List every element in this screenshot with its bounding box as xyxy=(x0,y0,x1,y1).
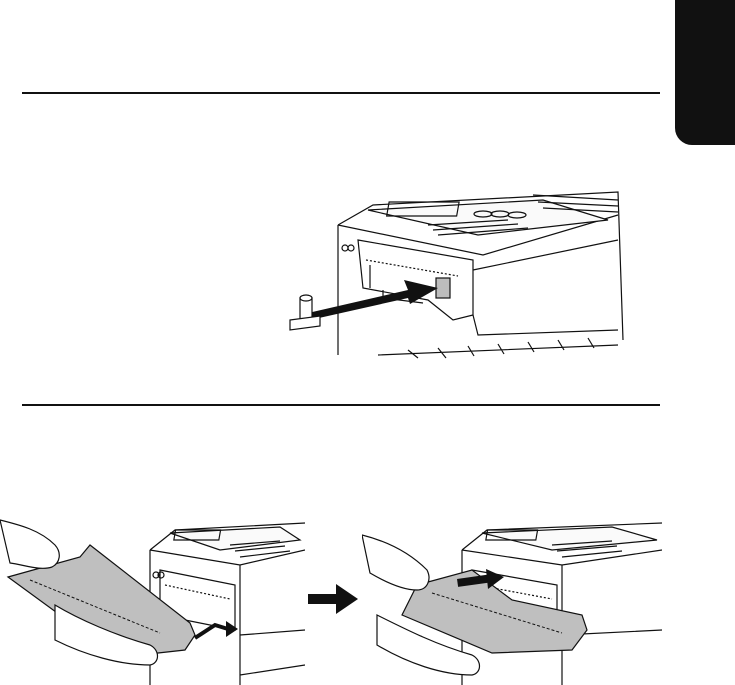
insert-arrow-icon xyxy=(308,280,438,320)
figure-attach-tray-step2 xyxy=(362,505,662,685)
left-hand-icon xyxy=(0,520,59,568)
section-thumb-tab xyxy=(676,0,735,144)
figure-insert-stopper xyxy=(278,180,638,360)
tray-attach-illustration-2 xyxy=(362,505,662,685)
section-divider-top xyxy=(22,92,660,94)
insert-arrow-icon xyxy=(195,625,228,638)
tray-attach-illustration-1 xyxy=(0,505,305,685)
left-hand-icon xyxy=(362,535,429,590)
figure-attach-tray-step1 xyxy=(0,505,305,685)
step-arrow-icon xyxy=(308,584,358,614)
section-divider-middle xyxy=(22,404,660,406)
fax-machine-illustration xyxy=(278,180,638,360)
step-arrow xyxy=(308,584,358,614)
